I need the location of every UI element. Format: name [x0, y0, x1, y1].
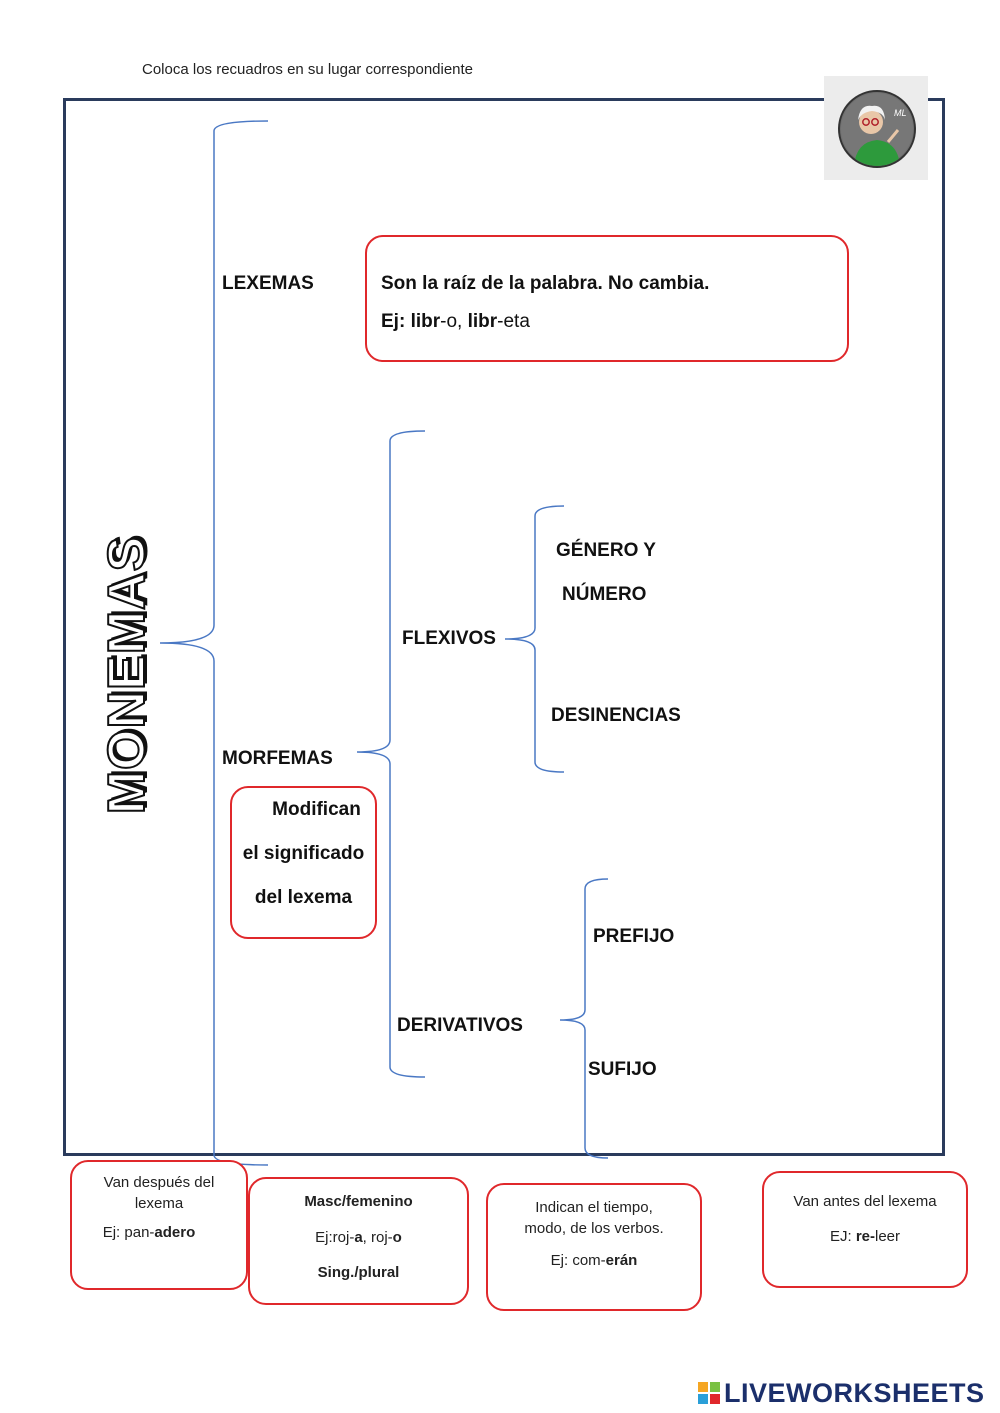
monemas-title: MONEMAS	[97, 535, 157, 816]
draggable-box-sufijo[interactable]: Van después del lexema Ej: pan-adero	[70, 1160, 248, 1290]
box-text: Sing./plural	[317, 1264, 400, 1281]
brand-text: LIVEWORKSHEETS	[724, 1378, 985, 1408]
box-example: Ej: com-erán	[550, 1252, 638, 1269]
label-morfemas: MORFEMAS	[222, 748, 333, 769]
lexema-definition-box: Son la raíz de la palabra. No cambia. Ej…	[365, 235, 849, 362]
liveworksheets-brand: LIVEWORKSHEETS	[698, 1378, 985, 1409]
morfema-line-2: el significado	[242, 843, 365, 864]
box-example: EJ: re-leer	[829, 1228, 901, 1245]
draggable-box-desinencias[interactable]: Indican el tiempo, modo, de los verbos. …	[486, 1183, 702, 1311]
morfema-definition-box: Modifican el significado del lexema	[230, 786, 377, 939]
label-sufijo: SUFIJO	[588, 1059, 657, 1080]
draggable-box-genero-numero[interactable]: Masc/femenino Ej:roj-a, roj-o Sing./plur…	[248, 1177, 469, 1305]
box-text: Van antes del lexema	[793, 1193, 937, 1210]
label-genero: GÉNERO Y	[556, 540, 656, 561]
label-numero: NÚMERO	[562, 584, 647, 605]
teacher-icon	[841, 93, 913, 166]
box-text: lexema	[134, 1195, 184, 1212]
instruction-text: Coloca los recuadros en su lugar corresp…	[142, 61, 474, 78]
label-derivativos: DERIVATIVOS	[397, 1015, 523, 1036]
box-example: Ej:roj-a, roj-o	[315, 1229, 402, 1246]
label-desinencias: DESINENCIAS	[551, 705, 681, 726]
label-prefijo: PREFIJO	[593, 926, 675, 947]
box-text: modo, de los verbos.	[524, 1220, 664, 1237]
label-lexemas: LEXEMAS	[222, 273, 314, 294]
lexema-example: Ej: libr-o, libr-eta	[381, 311, 530, 332]
draggable-box-prefijo[interactable]: Van antes del lexema EJ: re-leer	[762, 1171, 968, 1288]
label-flexivos: FLEXIVOS	[402, 628, 496, 649]
logo-text: ML	[894, 108, 907, 118]
morfema-line-3: del lexema	[254, 887, 353, 908]
box-example: Ej: pan-adero	[102, 1224, 196, 1241]
lexema-definition: Son la raíz de la palabra. No cambia.	[381, 273, 710, 294]
box-text: Masc/femenino	[304, 1193, 413, 1210]
box-text: Van después del	[103, 1174, 215, 1191]
box-text: Indican el tiempo,	[535, 1199, 653, 1216]
morfema-line-1: Modifican	[272, 799, 361, 820]
liveworksheets-logo-icon	[698, 1382, 720, 1404]
worksheet-frame	[63, 98, 945, 1156]
teacher-avatar-logo: ML	[838, 90, 916, 168]
